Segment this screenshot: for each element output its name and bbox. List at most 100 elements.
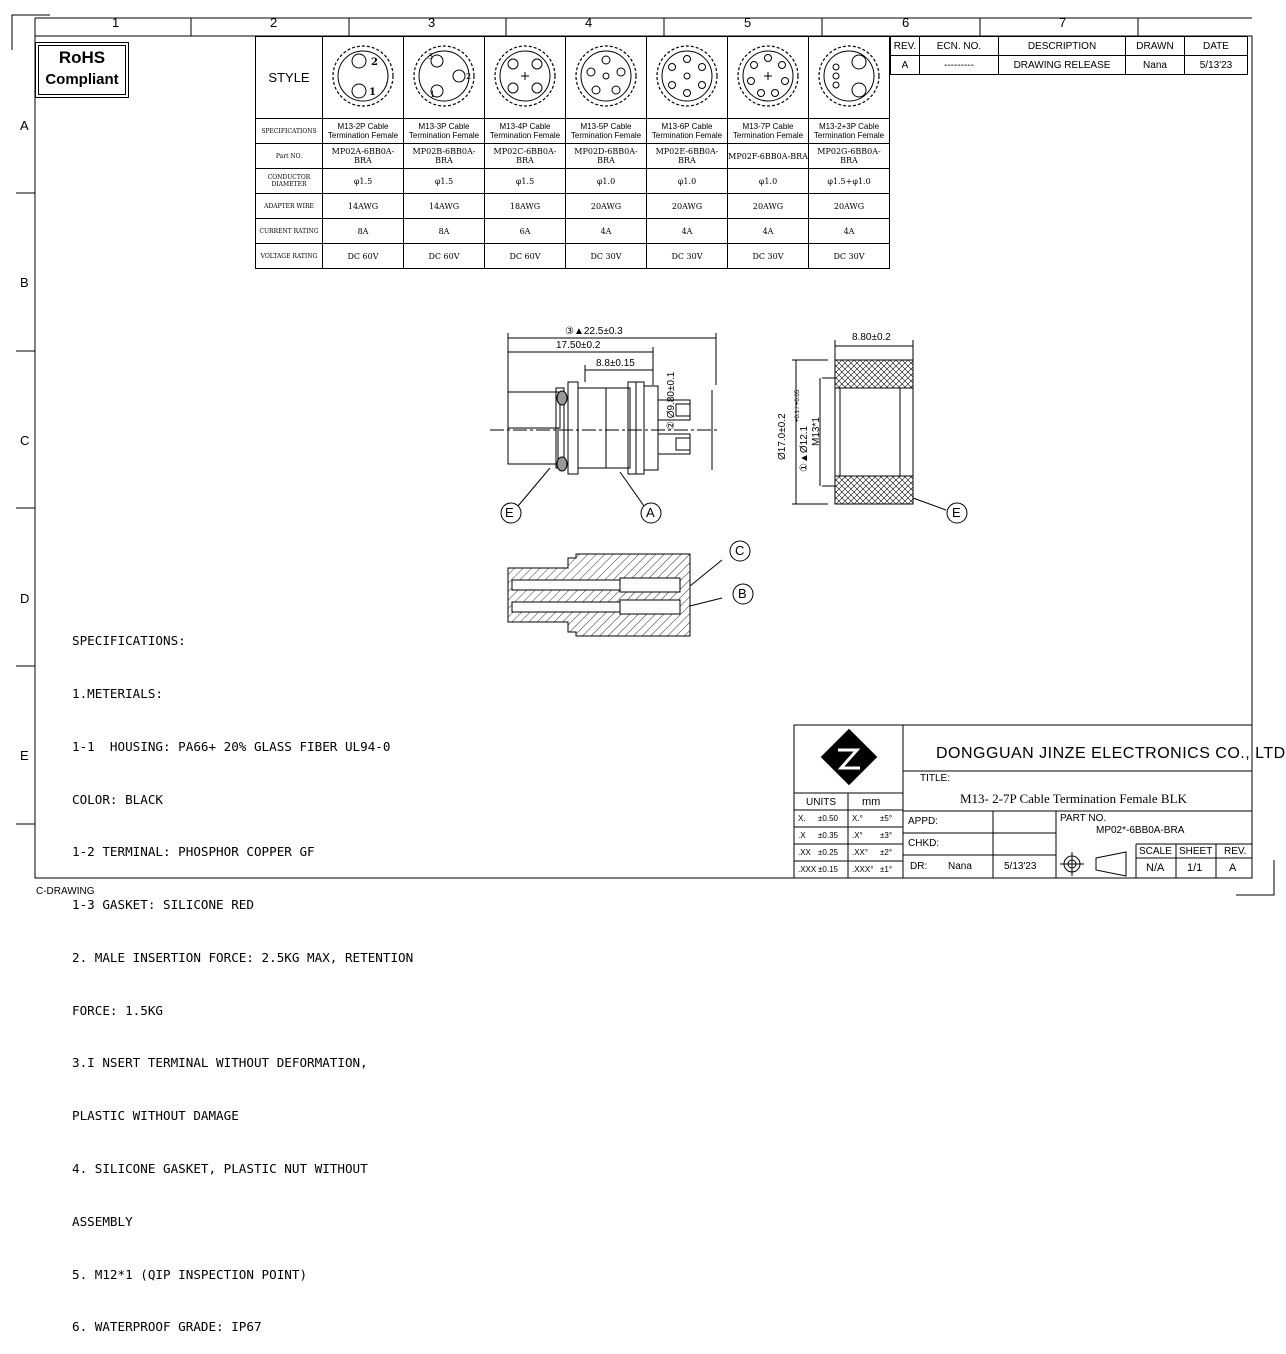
diameter-4p: φ1.5 bbox=[484, 168, 566, 194]
spec-line: 1-3 GASKET: SILICONE RED bbox=[72, 897, 254, 913]
spec-2-3p: M13-2+3P Cable Termination Female bbox=[808, 118, 890, 144]
tol-label: .XXX bbox=[798, 865, 817, 874]
spec-line: 4. SILICONE GASKET, PLASTIC NUT WITHOUT bbox=[72, 1161, 368, 1176]
spec-line: 3.I NSERT TERMINAL WITHOUT DEFORMATION, bbox=[72, 1055, 368, 1071]
tol-angle-value: ±1° bbox=[880, 865, 893, 874]
tol-angle-label: .X° bbox=[852, 831, 863, 840]
scale-value: N/A bbox=[1146, 862, 1165, 874]
tol-angle-value: ±3° bbox=[880, 831, 893, 840]
dim-overall: ③▲22.5±0.3 bbox=[565, 326, 623, 337]
chkd-label: CHKD: bbox=[908, 838, 940, 849]
spec-line: FORCE: 1.5KG bbox=[72, 1002, 163, 1018]
current-6p: 4A bbox=[646, 218, 728, 244]
spec-line: ASSEMBLY bbox=[72, 1213, 133, 1229]
sheet-value: 1/1 bbox=[1187, 862, 1203, 874]
voltage-4p: DC 60V bbox=[484, 243, 566, 269]
tol-angle-label: X.° bbox=[852, 814, 863, 823]
tol-label: X. bbox=[798, 814, 806, 823]
spec-line: 1.METERIALS: bbox=[72, 685, 163, 701]
tol-value: ±0.15 bbox=[818, 865, 838, 874]
diameter-6p: φ1.0 bbox=[646, 168, 728, 194]
callout-b: B bbox=[738, 586, 747, 601]
spec-line: COLOR: BLACK bbox=[72, 791, 163, 807]
spec-4p: M13-4P Cable Termination Female bbox=[484, 118, 566, 144]
dr-date: 5/13'23 bbox=[1004, 861, 1037, 872]
rohs-line2: Compliant bbox=[45, 71, 119, 88]
part-3p: MP02B-6BB0A-BRA bbox=[403, 143, 485, 169]
company-logo-icon bbox=[820, 728, 878, 786]
style-label: STYLE bbox=[255, 36, 323, 119]
tol-angle-value: ±5° bbox=[880, 814, 893, 823]
svg-text:2: 2 bbox=[371, 57, 378, 68]
date-value: 5/13'23 bbox=[1184, 55, 1248, 75]
scale-label: SCALE bbox=[1139, 846, 1172, 857]
title-label: TITLE: bbox=[920, 773, 951, 784]
diameter-2-3p: φ1.5+φ1.0 bbox=[808, 168, 890, 194]
row-label-e: E bbox=[20, 748, 29, 763]
rev-value-block: A bbox=[1229, 862, 1237, 874]
units-value: mm bbox=[862, 796, 881, 808]
dr-label: DR: bbox=[910, 861, 928, 872]
appd-label: APPD: bbox=[908, 816, 939, 827]
callout-d: E bbox=[505, 505, 514, 520]
part-2-3p: MP02G-6BB0A-BRA bbox=[808, 143, 890, 169]
rohs-badge: RoHS Compliant bbox=[35, 42, 129, 98]
col-label-6: 6 bbox=[902, 15, 910, 30]
tol-value: ±0.25 bbox=[818, 848, 838, 857]
tol-angle-label: .XXX° bbox=[852, 865, 874, 874]
dr-name: Nana bbox=[948, 861, 972, 872]
col-label-4: 4 bbox=[585, 15, 593, 30]
drawing-title: M13- 2-7P Cable Termination Female BLK bbox=[960, 791, 1187, 806]
dim-body: 17.50±0.2 bbox=[556, 340, 601, 351]
svg-text:3: 3 bbox=[428, 52, 433, 61]
voltage-2-3p: DC 30V bbox=[808, 243, 890, 269]
tol-label: .X bbox=[798, 831, 806, 840]
diameter-5p: φ1.0 bbox=[565, 168, 647, 194]
wire-4p: 18AWG bbox=[484, 193, 566, 219]
rev-label: REV. bbox=[1224, 846, 1247, 857]
side-view-drawing bbox=[490, 333, 720, 524]
dim-nut-width: 8.80±0.2 bbox=[852, 332, 891, 343]
style-icon-6p bbox=[646, 36, 728, 119]
voltage-3p: DC 60V bbox=[403, 243, 485, 269]
svg-text:1: 1 bbox=[430, 90, 435, 99]
col-label-5: 5 bbox=[744, 15, 752, 30]
rohs-line1: RoHS bbox=[58, 48, 106, 67]
dim-rear: 8.8±0.15 bbox=[596, 358, 635, 369]
part-no-value: MP02*-6BB0A-BRA bbox=[1096, 825, 1185, 836]
row-label-b: B bbox=[20, 275, 29, 290]
col-label-2: 2 bbox=[270, 15, 278, 30]
spec-2p: M13-2P Cable Termination Female bbox=[322, 118, 404, 144]
row-label-d: D bbox=[20, 591, 30, 606]
revision-table: REV. ECN. NO. DESCRIPTION DRAWN DATE A -… bbox=[890, 36, 1248, 75]
voltage-5p: DC 30V bbox=[565, 243, 647, 269]
tol-angle-value: ±2° bbox=[880, 848, 893, 857]
spec-line: 2. MALE INSERTION FORCE: 2.5KG MAX, RETE… bbox=[72, 949, 414, 965]
company-name: DONGGUAN JINZE ELECTRONICS CO., LTD bbox=[936, 745, 1286, 762]
spec-line: 6. WATERPROOF GRADE: IP67 bbox=[72, 1319, 262, 1335]
part-no-label: PART NO. bbox=[1060, 813, 1107, 824]
section-view-drawing bbox=[507, 540, 754, 637]
style-icon-4p bbox=[484, 36, 566, 119]
col-label-3: 3 bbox=[428, 15, 436, 30]
wire-3p: 14AWG bbox=[403, 193, 485, 219]
callout-c: C bbox=[735, 543, 745, 558]
footer-label: C-DRAWING bbox=[36, 886, 95, 897]
callout-a: A bbox=[646, 505, 655, 520]
row-label-part: Part NO. bbox=[255, 143, 323, 169]
spec-line: 1-1 HOUSING: PA66+ 20% GLASS FIBER UL94-… bbox=[72, 738, 391, 754]
diameter-2p: φ1.5 bbox=[322, 168, 404, 194]
spec-line: SPECIFICATIONS: bbox=[72, 633, 186, 649]
sheet-label: SHEET bbox=[1179, 846, 1213, 857]
units-label: UNITS bbox=[806, 797, 836, 808]
spec-line: PLASTIC WITHOUT DAMAGE bbox=[72, 1108, 239, 1124]
tol-value: ±0.50 bbox=[818, 814, 838, 823]
voltage-7p: DC 30V bbox=[727, 243, 809, 269]
diameter-7p: φ1.0 bbox=[727, 168, 809, 194]
svg-text:1: 1 bbox=[369, 87, 376, 98]
callout-e: E bbox=[952, 505, 961, 520]
row-label-c: C bbox=[20, 433, 30, 448]
row-label-diameter: CONDUCTOR DIAMETER bbox=[255, 168, 323, 194]
drawn-value: Nana bbox=[1125, 55, 1185, 75]
